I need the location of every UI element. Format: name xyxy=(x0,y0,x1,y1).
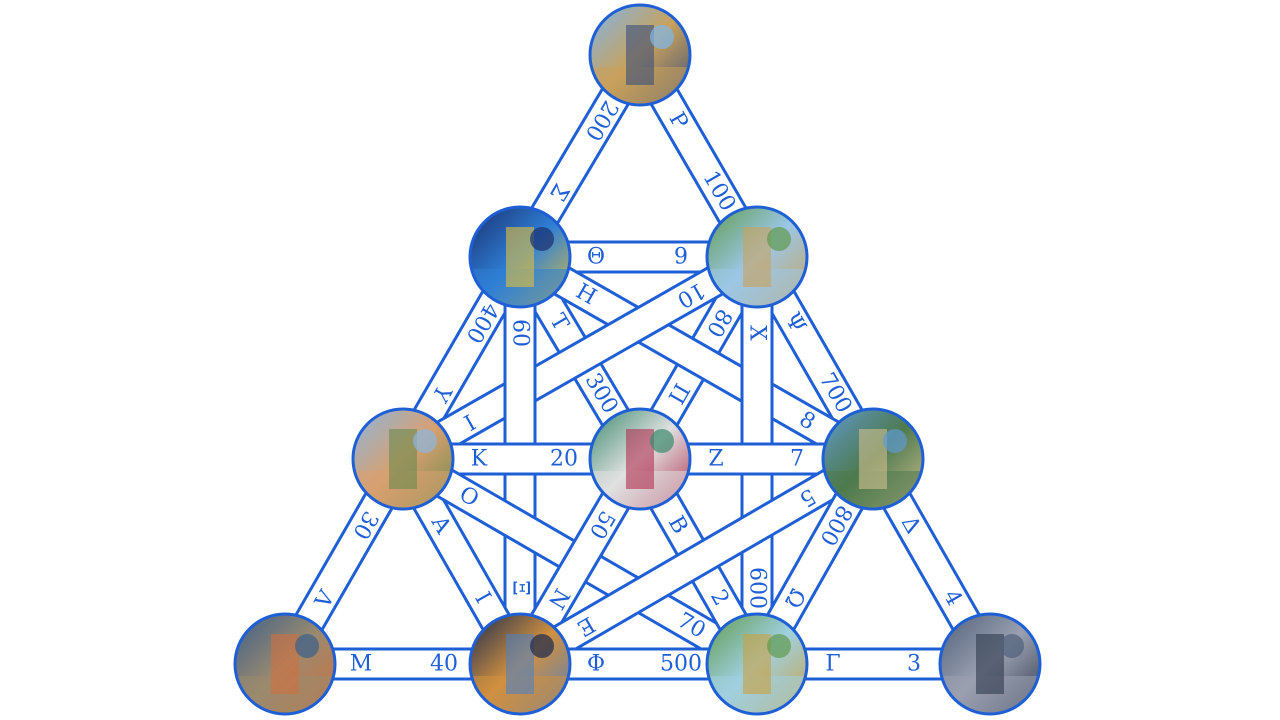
band-label: 40 xyxy=(430,652,458,677)
band-label: Ξ xyxy=(508,580,533,595)
pharaoh-statue-scene-image xyxy=(590,5,690,105)
band-label: 60 xyxy=(508,319,533,347)
node-apex xyxy=(588,3,692,107)
band-label: 7 xyxy=(790,447,804,472)
band-label: 9 xyxy=(674,245,688,270)
band-upper-right-to-mid-left: 10Ι xyxy=(393,241,767,475)
band-label: Φ xyxy=(587,652,605,677)
band-label: Κ xyxy=(471,447,488,472)
jungle-vehicle-scene-image xyxy=(707,614,807,714)
band-label: 20 xyxy=(550,447,578,472)
band-label: 600 xyxy=(745,567,770,609)
band-label: Θ xyxy=(587,245,605,270)
band-label: Γ xyxy=(825,652,840,677)
node-bottom-right xyxy=(938,612,1042,716)
band-label: Μ xyxy=(350,652,373,677)
cliff-city-scene-image xyxy=(235,614,335,714)
node-bottom-mid-right xyxy=(705,612,809,716)
band-label: 500 xyxy=(660,652,702,677)
node-bottom-mid-left xyxy=(468,612,572,716)
night-street-scene-image xyxy=(470,614,570,714)
node-bottom-left xyxy=(233,612,337,716)
neon-city-night-scene-image xyxy=(470,207,570,307)
band-label: 3 xyxy=(907,652,921,677)
band-label: Ζ xyxy=(708,447,723,472)
node-upper-left xyxy=(468,205,572,309)
ruined-city-scene-image xyxy=(940,614,1040,714)
band-label: Χ xyxy=(745,325,770,341)
